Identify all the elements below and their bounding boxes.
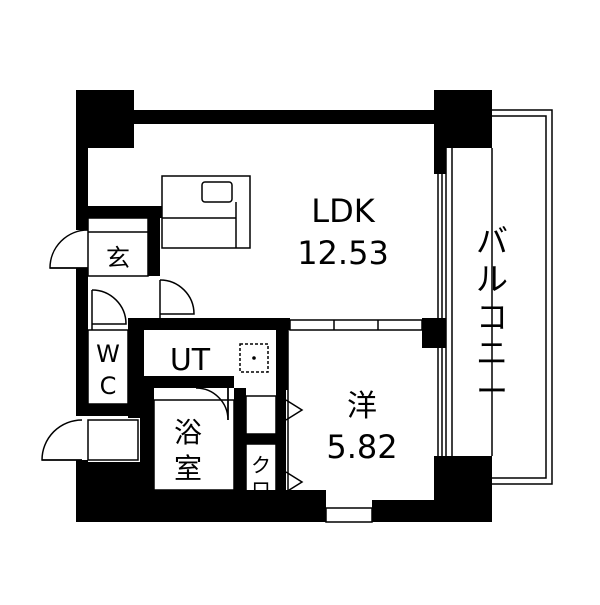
western-area: 5.82 [326,428,397,466]
wall-closet-divider [246,434,276,444]
balcony-char-3: コ [476,298,508,336]
fixtures [41,109,553,523]
wc-room [87,329,129,405]
wc-char-2: C [100,372,117,400]
wall-bath-right [234,388,246,490]
wall-wc-bottom [88,404,140,416]
column-bottom-left [76,462,150,522]
wall-bottom-left [150,490,326,522]
closet-char-1: ク [251,453,271,477]
side-door-swing [41,419,83,461]
wall-closet [276,390,286,500]
entrance-door-swing [49,229,89,269]
entrance-name: 玄 [106,244,130,272]
wall-entrance-right [148,218,160,276]
closet-door-upper [285,399,304,421]
wc-char-1: W [96,340,120,368]
balcony-inner [451,115,547,479]
sliding-door-ldk [289,319,423,331]
bath-room [153,399,235,491]
wall-kitchen [88,206,162,218]
walls [76,90,492,522]
wall-ldk-lower [140,318,290,330]
ldk-name: LDK [311,192,375,230]
wall-ut-right [276,330,288,390]
utility-name: UT [170,343,211,378]
closet-upper [245,395,277,435]
wall-right-middle [422,318,446,348]
wall-left-upper [76,148,88,230]
bath-char-2: 室 [174,452,202,485]
balcony-char-1: バ [476,222,508,260]
side-storage [87,419,139,461]
column-top-left [76,90,134,148]
wall-top [134,110,434,124]
balcony-char-5: ー [476,372,508,410]
ldk-area: 12.53 [297,234,389,272]
wall-ut-bottom [140,376,234,388]
column-bottom-right [434,456,492,522]
washer-pan [239,343,269,373]
kitchen-sink [201,181,233,203]
wc-door-swing [91,289,127,325]
wall-bath-left [140,388,154,490]
kitchen-counter [161,175,251,249]
balcony-char-2: ル [476,260,508,298]
bath-char-1: 浴 [174,416,202,449]
closet-door-lower [285,471,304,493]
balcony-outer [445,109,553,485]
column-top-right [434,90,492,148]
closet-char-2: ロ [251,477,271,501]
washer-drain-icon [252,356,256,360]
western-name: 洋 [347,389,377,424]
wall-right-upper [434,148,446,174]
entrance-step [87,217,149,277]
ldk-door-swing [159,279,195,315]
closet-lower [245,443,277,501]
window-western-bottom [325,507,373,523]
balcony-char-4: ニ [476,334,508,372]
wall-left-middle [76,268,88,416]
